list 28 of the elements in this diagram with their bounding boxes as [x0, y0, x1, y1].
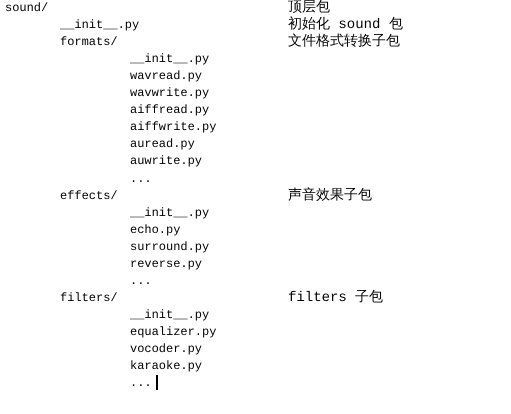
file-tree-entry: __init__.py [130, 204, 210, 221]
file-tree-entry: reverse.py [130, 256, 202, 272]
file-tree-entry: vocoder.py [130, 341, 202, 357]
file-tree-entry: __init__.py [60, 17, 140, 34]
comment-text: 初始化 sound 包 [288, 17, 403, 34]
comment-text: 声音效果子包 [288, 188, 372, 204]
file-tree-entry: wavread.py [130, 68, 202, 84]
comment-text: 顶层包 [288, 0, 330, 16]
comment-text: filters 子包 [288, 290, 384, 306]
file-tree-entry: sound/ [5, 0, 48, 16]
file-tree-entry: effects/ [60, 188, 118, 204]
file-tree-entry: aiffread.py [130, 102, 210, 118]
file-tree-entry: equalizer.py [130, 324, 216, 340]
file-tree-entry: auwrite.py [130, 153, 202, 170]
file-tree-entry: ... [130, 170, 152, 186]
file-tree-entry: formats/ [60, 34, 118, 50]
file-tree-entry: surround.py [130, 238, 210, 255]
comment-text: 文件格式转换子包 [288, 34, 400, 50]
file-tree-entry: echo.py [130, 222, 180, 238]
file-tree-entry: ... [130, 375, 152, 392]
file-tree-entry: karaoke.py [130, 358, 202, 374]
file-tree-entry: __init__.py [130, 306, 210, 323]
file-tree-entry: auread.py [130, 136, 195, 152]
file-tree-entry: ... [130, 272, 152, 289]
file-tree-entry: wavwrite.py [130, 85, 210, 102]
file-tree-entry: aiffwrite.py [130, 119, 216, 136]
file-tree-entry: filters/ [60, 290, 118, 306]
file-tree-entry: __init__.py [130, 51, 210, 68]
